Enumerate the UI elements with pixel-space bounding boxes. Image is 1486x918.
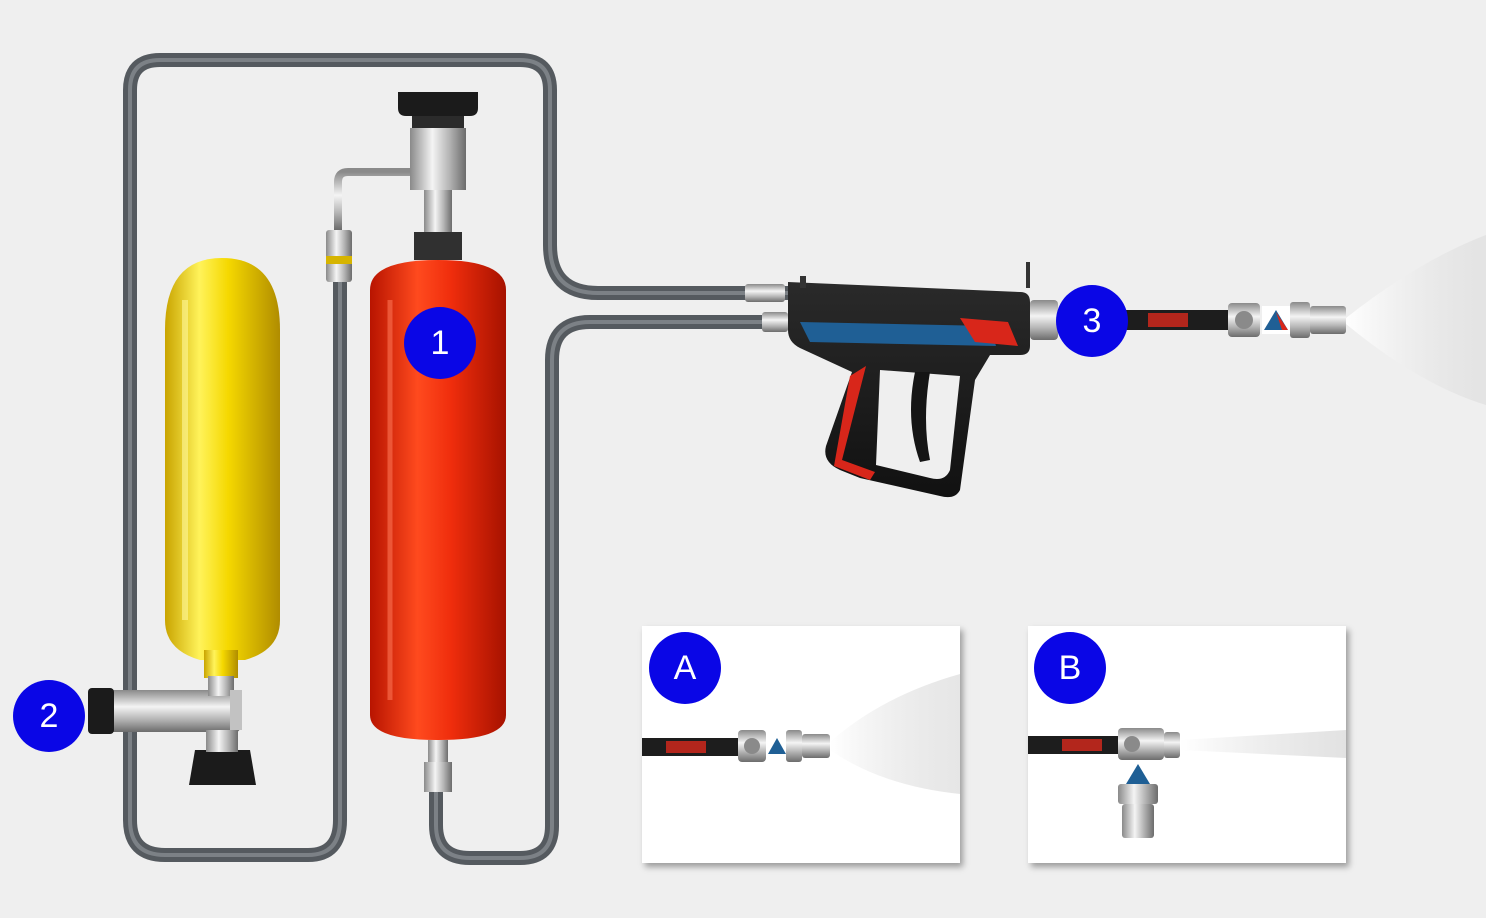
badge-canister: 1 [404, 307, 476, 379]
spray-cone-a [830, 674, 960, 794]
spray-jet-b [1180, 730, 1346, 758]
yellow-air-cylinder-icon [88, 258, 280, 785]
badge-option-b: B [1034, 632, 1106, 704]
spray-cone-icon [1346, 235, 1486, 405]
option-b-nozzle-illustration [1028, 728, 1346, 838]
spray-gun-icon [745, 262, 1058, 498]
hoses [123, 53, 797, 865]
badge-nozzle: 3 [1056, 285, 1128, 357]
badge-air-cylinder: 2 [13, 680, 85, 752]
option-a-nozzle-illustration [642, 674, 960, 794]
red-foam-canister-icon [326, 92, 506, 792]
badge-option-a: A [649, 632, 721, 704]
